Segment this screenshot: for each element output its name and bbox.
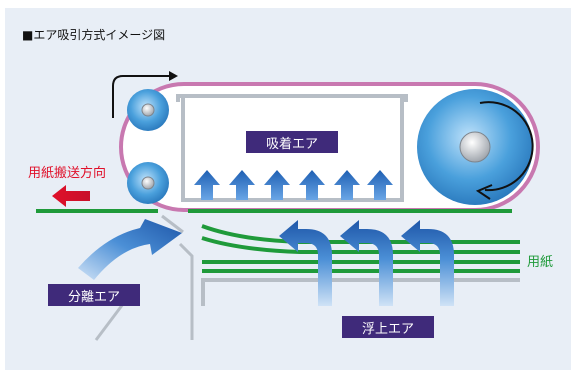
- air-arrow-icon: [299, 170, 325, 200]
- diagram-title: ■エア吸引方式イメージ図: [22, 28, 166, 42]
- air-arrow-icon: [367, 170, 393, 200]
- air-arrow-icon: [194, 170, 220, 200]
- air-arrow-icon: [340, 220, 393, 306]
- suction-air-arrows: [194, 170, 393, 200]
- separation-air-label: 分離エア: [48, 284, 140, 306]
- air-arrow-icon: [334, 170, 360, 200]
- roller-icon: [127, 89, 169, 131]
- air-arrow-icon: [78, 219, 182, 280]
- separation-nozzle: [94, 214, 194, 341]
- direction-arrow-icon: [52, 185, 90, 207]
- roller-icon: [127, 162, 169, 204]
- rotation-arrow-icon: [475, 101, 534, 200]
- suction-air-label: 吸着エア: [246, 131, 338, 153]
- suction-chamber-frame: [176, 94, 408, 202]
- roller-icon: [417, 89, 533, 205]
- paper-tray: [201, 278, 520, 306]
- rotation-arrow-icon: [112, 71, 178, 118]
- float-air-label: 浮上エア: [342, 316, 434, 338]
- float-air-arrows: [279, 220, 454, 306]
- air-arrow-icon: [279, 220, 332, 306]
- air-arrow-icon: [401, 220, 454, 306]
- paper-label: 用紙: [527, 255, 554, 270]
- air-arrow-icon: [229, 170, 255, 200]
- air-arrow-icon: [264, 170, 290, 200]
- paper-direction-label: 用紙搬送方向: [28, 166, 107, 181]
